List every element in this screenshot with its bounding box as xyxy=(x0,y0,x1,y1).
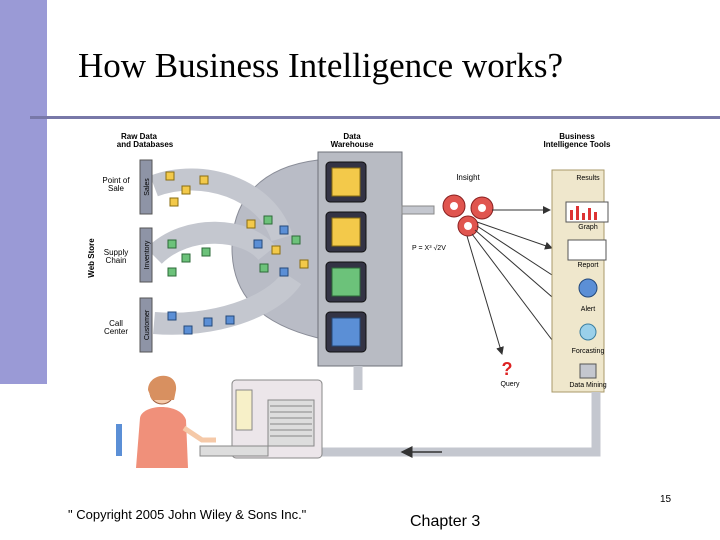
customer-db-cylinder xyxy=(139,297,153,353)
pipe-sales xyxy=(150,168,293,242)
raw-data-header: Raw Data xyxy=(121,132,158,141)
bi-tools-header-2: Intelligence Tools xyxy=(544,140,612,149)
bi-diagram: Raw Data and Databases Data Warehouse Bu… xyxy=(87,132,612,468)
data-cubes xyxy=(246,215,309,277)
source-call-center: Call Center Customer xyxy=(104,297,235,353)
title-divider xyxy=(30,116,720,119)
results-label: Results xyxy=(576,175,600,182)
source-sales-label-2: Sale xyxy=(108,184,125,193)
source-sales-label: Point of xyxy=(102,176,130,185)
tool-report-label: Report xyxy=(577,262,598,269)
query-label: Query xyxy=(500,381,520,388)
source-sales: Point of Sale Sales xyxy=(102,159,209,215)
sales-db-cylinder xyxy=(139,159,153,215)
webstore-label: Web Store xyxy=(87,238,96,278)
source-call-label-2: Center xyxy=(104,327,128,336)
chapter-footer: Chapter 3 xyxy=(410,513,481,530)
bi-tools-header: Business xyxy=(559,132,595,141)
tool-alert-label: Alert xyxy=(581,306,595,313)
query-icon: ? xyxy=(502,359,513,379)
inventory-db-cylinder xyxy=(139,227,153,283)
warehouse-header: Data xyxy=(343,132,361,141)
user-person-illustration xyxy=(116,375,216,468)
source-supply-chain: Supply Chain Inventory xyxy=(104,227,211,283)
tool-data-mining-label: Data Mining xyxy=(569,382,606,389)
computer-terminal xyxy=(199,379,323,459)
return-pipe xyxy=(312,392,601,457)
page-number: 15 xyxy=(660,494,672,505)
sales-db-label: Sales xyxy=(144,178,151,196)
pipe-customer xyxy=(153,271,302,335)
copyright-footer: " Copyright 2005 John Wiley & Sons Inc." xyxy=(68,507,307,522)
warehouse-to-insight-pipe xyxy=(401,205,435,215)
slide-title: How Business Intelligence works? xyxy=(78,46,564,85)
tool-graph-label: Graph xyxy=(578,224,598,231)
slide-accent-bar xyxy=(0,0,47,384)
source-supply-label-2: Chain xyxy=(106,256,127,265)
data-warehouse xyxy=(317,151,403,367)
customer-db-label: Customer xyxy=(144,309,151,340)
bi-tools-panel: Results Graph Report Alert Forcasting Da… xyxy=(551,169,609,393)
source-call-label: Call xyxy=(109,319,123,328)
insight-gears xyxy=(442,194,494,237)
raw-data-header-2: and Databases xyxy=(117,140,174,149)
tool-forecasting-label: Forcasting xyxy=(572,348,605,355)
insight-label: Insight xyxy=(456,173,480,182)
inventory-db-label: Inventory xyxy=(144,240,151,269)
source-supply-label: Supply xyxy=(104,248,128,257)
warehouse-header-2: Warehouse xyxy=(331,140,374,149)
insight-formula: P = X³ √2V xyxy=(412,244,446,252)
